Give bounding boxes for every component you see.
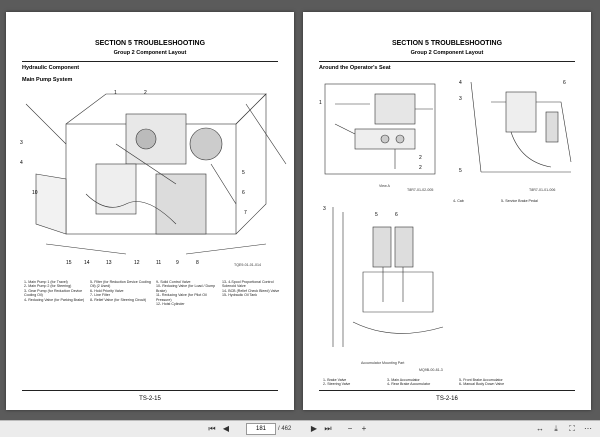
page-number: TS-2-16: [436, 396, 458, 402]
figure-code-3: MQ9B-00-81-3: [419, 368, 443, 372]
svg-text:7: 7: [244, 210, 247, 216]
right-page: SECTION 5 TROUBLESHOOTING Group 2 Compon…: [303, 12, 591, 410]
footer-rule: [22, 390, 278, 391]
subheading-hydraulic: Hydraulic Component: [22, 65, 80, 71]
figure-code-1: T8R7-01-02-005: [407, 188, 434, 192]
subheading-operator-seat: Around the Operator's Seat: [319, 65, 391, 71]
svg-text:1: 1: [114, 90, 117, 96]
accumulator-caption: Accumulator Mounting Part: [361, 361, 405, 365]
page-number: TS-2-15: [139, 396, 161, 402]
legend-item: 1- Brake Valve: [323, 378, 347, 382]
svg-text:6: 6: [395, 212, 398, 218]
cab-legend: 4- Cab 5- Service Brake Pedal: [453, 199, 583, 203]
group-title: Group 2 Component Layout: [113, 50, 187, 56]
accumulator-diagram: 3 5 6: [323, 206, 444, 347]
svg-text:6: 6: [242, 190, 245, 196]
svg-text:9: 9: [176, 260, 179, 266]
figure-code-2: T8R7-01-01-006: [529, 188, 556, 192]
legend-item: 2- Main Pump 2 (for Steering): [24, 284, 72, 289]
legend-item: 5- Service Brake Pedal: [501, 199, 538, 203]
legend-item: 9- Solid Control Valve: [156, 280, 191, 284]
section-title: SECTION 5 TROUBLESHOOTING: [391, 40, 503, 47]
view-a-caption: View A: [379, 184, 390, 188]
legend-item: 4- Cab: [453, 199, 464, 203]
zoom-out-icon[interactable]: −: [347, 424, 353, 433]
prev-page-icon[interactable]: ◀: [222, 424, 230, 433]
section-title: SECTION 5 TROUBLESHOOTING: [94, 40, 206, 47]
legend-item: 6- Hold Priority Valve: [90, 288, 124, 293]
group-title: Group 2 Component Layout: [410, 50, 484, 56]
svg-text:2: 2: [419, 155, 422, 161]
page-number-input[interactable]: 181: [246, 423, 276, 435]
legend-item: 12- Hoist Cylinder: [156, 302, 185, 307]
legend-item: 5- Filter (for Reduction Device Cooling …: [90, 280, 151, 289]
svg-text:3: 3: [20, 140, 23, 146]
svg-text:12: 12: [134, 260, 140, 266]
svg-text:5: 5: [459, 168, 462, 174]
svg-text:2: 2: [419, 165, 422, 171]
subheading-main-pump: Main Pump System: [22, 77, 73, 83]
viewer-toolbar: ⏮ ◀ 181 / 462 ▶ ⏭ − + ↔ ⤓ ⛶ ⋯: [0, 420, 600, 437]
first-page-icon[interactable]: ⏮: [208, 424, 216, 433]
legend-item: 1- Main Pump 1 (for Travel): [24, 280, 68, 284]
header-rule: [319, 61, 575, 62]
svg-text:6: 6: [563, 80, 566, 86]
legend-item: 14- BCB (Relief Check Bleed) Valve: [222, 288, 280, 293]
legend-item: 11- Reducing Valve (for Pilot Oil Pressu…: [156, 293, 207, 302]
svg-text:5: 5: [375, 212, 378, 218]
cab-diagram: 4 3 5 6: [459, 80, 572, 174]
legend-item: 2- Steering Valve: [323, 382, 351, 387]
svg-text:15: 15: [66, 260, 72, 266]
svg-text:1: 1: [319, 100, 322, 106]
footer-rule: [319, 390, 575, 391]
header-rule: [22, 61, 278, 62]
legend-item: 4- Reducing Valve (for Parking Brake): [24, 297, 85, 302]
legend-item: 3- Main Accumulator: [387, 378, 420, 382]
svg-text:14: 14: [84, 260, 90, 266]
left-page: SECTION 5 TROUBLESHOOTING Group 2 Compon…: [6, 12, 294, 410]
legend-item: 8- Relief Valve (for Steering Circuit): [90, 297, 147, 302]
view-a-diagram: 1 2 2: [319, 83, 436, 175]
svg-text:11: 11: [156, 260, 161, 266]
total-pages: / 462: [278, 426, 292, 432]
svg-text:13: 13: [106, 260, 112, 266]
svg-text:3: 3: [323, 206, 326, 212]
legend-item: 6- Manual Body Down Valve: [459, 382, 505, 387]
legend-item: 4- Rear Brake Accumulator: [387, 382, 431, 387]
figure-code: TQE9-01-01-014: [234, 263, 261, 267]
svg-text:4: 4: [459, 80, 462, 86]
fullscreen-icon[interactable]: ⛶: [569, 424, 575, 433]
legend-item: 10- Reducing Valve (for Load / Dump Brak…: [156, 284, 216, 293]
legend-item: 3- Gear Pump (for Reduction Device Cooli…: [24, 288, 83, 298]
download-icon[interactable]: ⤓: [554, 424, 558, 433]
svg-text:2: 2: [144, 90, 147, 96]
fit-width-icon[interactable]: ↔: [536, 424, 544, 433]
zoom-in-icon[interactable]: +: [361, 424, 367, 433]
svg-text:3: 3: [459, 96, 462, 102]
svg-text:4: 4: [20, 160, 23, 166]
svg-text:10: 10: [32, 190, 38, 196]
legend-item: 5- Front Brake Accumulator: [459, 378, 503, 382]
svg-text:8: 8: [196, 260, 199, 266]
svg-text:5: 5: [242, 170, 245, 176]
legend-item: 7- Line Filter: [90, 293, 110, 298]
legend-item: 15- Hydraulic Oil Tank: [222, 293, 258, 298]
last-page-icon[interactable]: ⏭: [324, 424, 332, 433]
more-options-icon[interactable]: ⋯: [584, 424, 592, 433]
next-page-icon[interactable]: ▶: [310, 424, 318, 433]
legend-item: 13- 4-Spool Proportional Control Solenoi…: [222, 280, 274, 289]
